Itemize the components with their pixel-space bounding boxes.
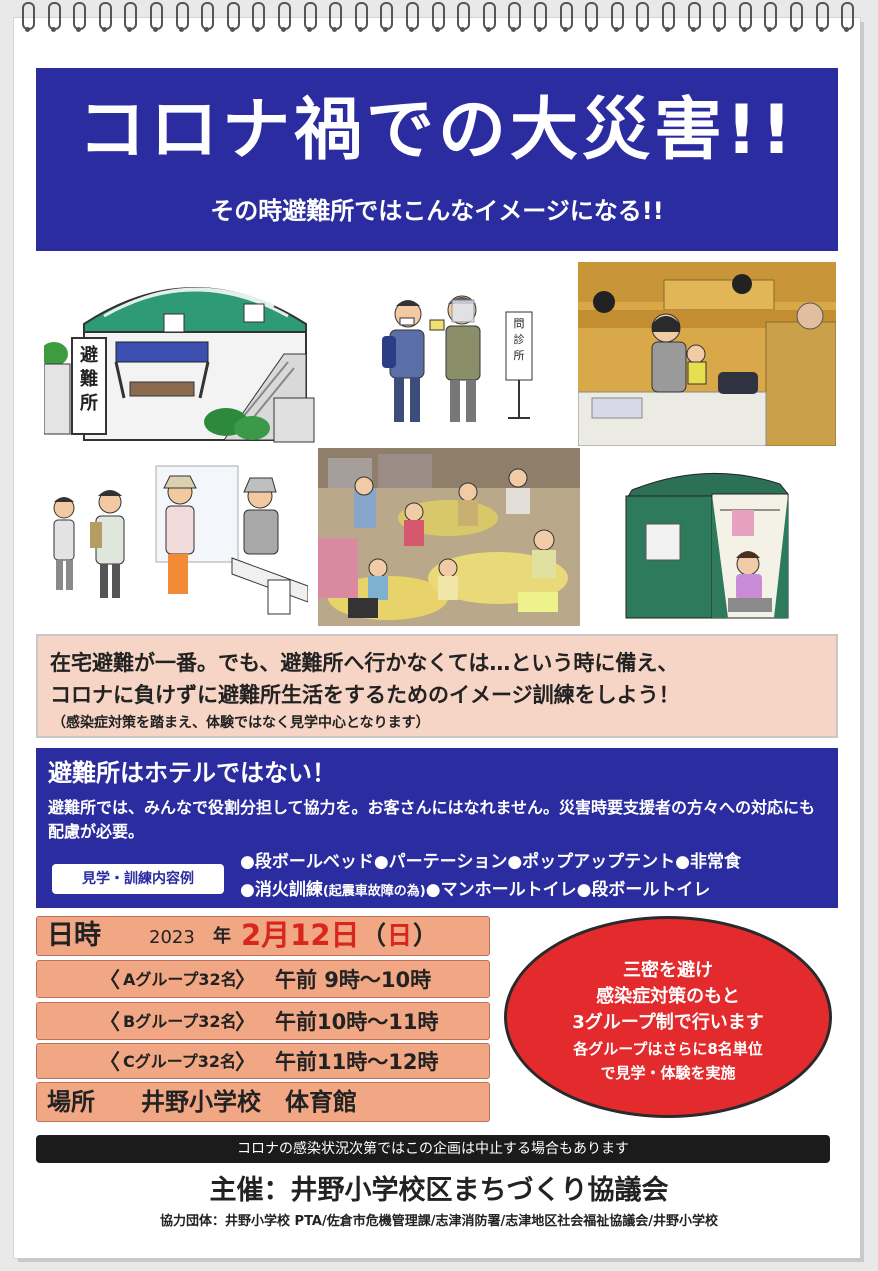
group-name: Aグループ32名 xyxy=(123,970,237,989)
spiral-ring xyxy=(508,2,522,32)
spiral-ring xyxy=(22,2,35,32)
safety-measures-oval: 三密を避け 感染症対策のもと 3グループ制で行います 各グループはさらに8名単位… xyxy=(504,916,832,1118)
activities-line-2: ●消火訓練(起震車故障の為)●マンホールトイレ●段ボールトイレ xyxy=(240,878,710,904)
spiral-ring xyxy=(815,2,829,32)
spiral-ring xyxy=(431,2,445,32)
spiral-ring xyxy=(738,2,752,32)
spiral-ring xyxy=(457,2,471,32)
group-bracket-close: 〉 xyxy=(235,1010,256,1034)
spiral-ring xyxy=(175,2,189,32)
group-bracket-close: 〉 xyxy=(235,968,256,992)
spiral-ring xyxy=(559,2,573,32)
place-value: 井野小学校 体育館 xyxy=(141,1088,357,1116)
popup-tent-illustration xyxy=(620,460,794,626)
oval-line: 各グループはさらに8名単位 xyxy=(573,1040,763,1058)
group-time: 午前11時～12時 xyxy=(275,1050,439,1074)
intro-line-1: 在宅避難が一番。でも、避難所へ行かなくては…という時に備え、 xyxy=(50,651,679,675)
group-bracket-open: 〈 xyxy=(99,1010,120,1034)
date-value: 2月12日 xyxy=(241,918,360,952)
spiral-ring xyxy=(687,2,701,32)
cancellation-notice: コロナの感染状況次第ではこの企画は中止する場合もあります xyxy=(36,1135,830,1163)
spiral-ring xyxy=(534,2,547,32)
shelter-sign-char: 所 xyxy=(80,393,98,414)
oval-line: で見学・体験を実施 xyxy=(600,1064,736,1082)
organizer: 主催：井野小学校区まちづくり協議会 xyxy=(209,1175,669,1206)
spiral-ring xyxy=(252,2,266,32)
reception-desk-illustration xyxy=(46,462,308,626)
activities-line-1: ●段ボールベッド●パーテーション●ポップアップテント●非常食 xyxy=(240,852,741,872)
place-label: 場所 xyxy=(47,1088,95,1116)
activity-fire-drill: ●消火訓練 xyxy=(240,880,323,900)
spiral-ring xyxy=(713,2,727,32)
spiral-ring xyxy=(47,2,61,32)
spiral-ring xyxy=(150,2,163,32)
checkpoint-sign-char: 所 xyxy=(513,349,525,362)
weekday-close: ） xyxy=(413,921,439,950)
spiral-ring xyxy=(98,2,112,32)
schedule-date-row: 日時 2023 年 2月12日 （ 日 ） xyxy=(36,916,490,956)
spiral-ring xyxy=(226,2,240,32)
title-banner: コロナ禍での大災害!! その時避難所ではこんなイメージになる!! xyxy=(36,68,838,251)
shelter-rules-text: 避難所では、みんなで役割分担して協力を。お客さんにはなれません。災害時要支援者の… xyxy=(48,798,816,841)
shelter-building-illustration: 避 難 所 xyxy=(44,258,316,448)
activities-tag: 見学・訓練内容例 xyxy=(52,864,224,894)
spiral-ring xyxy=(124,2,138,32)
group-name: Bグループ32名 xyxy=(123,1012,237,1031)
crowded-shelter-illustration xyxy=(318,448,580,626)
group-name: Cグループ32名 xyxy=(123,1052,237,1071)
checkpoint-sign-char: 問 xyxy=(513,317,525,330)
weekday-open: （ xyxy=(361,921,387,950)
group-bracket-close: 〉 xyxy=(235,1050,256,1074)
group-bracket-open: 〈 xyxy=(99,1050,120,1074)
activity-fire-drill-note: (起震車故障の為) xyxy=(322,884,426,899)
spiral-ring xyxy=(354,2,368,32)
schedule-group-row: 〈 Cグループ32名 〉 午前11時～12時 xyxy=(36,1043,490,1079)
group-time: 午前10時～11時 xyxy=(275,1010,439,1034)
cooperating-organizations: 協力団体：井野小学校 PTA/佐倉市危機管理課/志津消防署/志津地区社会福祉協議… xyxy=(160,1214,718,1229)
spiral-ring xyxy=(201,2,215,32)
spiral-ring xyxy=(278,2,291,32)
spiral-ring xyxy=(406,2,419,32)
date-year-unit: 年 xyxy=(213,926,231,947)
spiral-ring xyxy=(662,2,675,32)
activity-toilets: ●マンホールトイレ●段ボールトイレ xyxy=(425,880,711,900)
partition-room-illustration xyxy=(578,262,836,446)
temperature-check-illustration: 問 診 所 xyxy=(380,290,548,430)
spiral-ring xyxy=(73,2,87,32)
spiral-ring xyxy=(764,2,778,32)
schedule-group-row: 〈 Aグループ32名 〉 午前 9時～10時 xyxy=(36,960,490,998)
spiral-binding xyxy=(22,0,862,32)
spiral-ring xyxy=(329,2,343,32)
spiral-ring xyxy=(482,2,496,32)
oval-line: 3グループ制で行います xyxy=(572,1012,764,1033)
group-time: 午前 9時～10時 xyxy=(275,968,432,992)
date-label: 日時 xyxy=(47,920,101,951)
oval-line: 三密を避け xyxy=(623,960,713,981)
spiral-ring xyxy=(585,2,599,32)
intro-line-2: コロナに負けずに避難所生活をするためのイメージ訓練をしよう！ xyxy=(50,683,680,707)
intro-note: （感染症対策を踏まえ、体験ではなく見学中心となります） xyxy=(52,715,430,731)
main-title: コロナ禍での大災害!! xyxy=(77,91,797,170)
spiral-ring xyxy=(841,2,855,32)
checkpoint-sign-char: 診 xyxy=(513,333,525,346)
spiral-ring xyxy=(610,2,624,32)
weekday: 日 xyxy=(387,921,413,950)
shelter-rules-panel: 避難所はホテルではない！ 避難所では、みんなで役割分担して協力を。お客さんにはな… xyxy=(36,748,838,908)
spiral-ring xyxy=(636,2,650,32)
intro-panel: 在宅避難が一番。でも、避難所へ行かなくては…という時に備え、 コロナに負けずに避… xyxy=(36,634,838,738)
subtitle: その時避難所ではこんなイメージになる!! xyxy=(210,197,664,225)
schedule-place-row: 場所 井野小学校 体育館 xyxy=(36,1082,490,1122)
shelter-sign-char: 難 xyxy=(80,369,98,390)
shelter-rules-title: 避難所はホテルではない！ xyxy=(48,759,336,787)
date-year: 2023 xyxy=(149,927,195,948)
group-bracket-open: 〈 xyxy=(99,968,120,992)
spiral-ring xyxy=(790,2,803,32)
schedule-group-row: 〈 Bグループ32名 〉 午前10時～11時 xyxy=(36,1002,490,1040)
shelter-sign-char: 避 xyxy=(80,345,98,366)
oval-line: 感染症対策のもと xyxy=(596,986,740,1007)
spiral-ring xyxy=(380,2,394,32)
spiral-ring xyxy=(303,2,317,32)
